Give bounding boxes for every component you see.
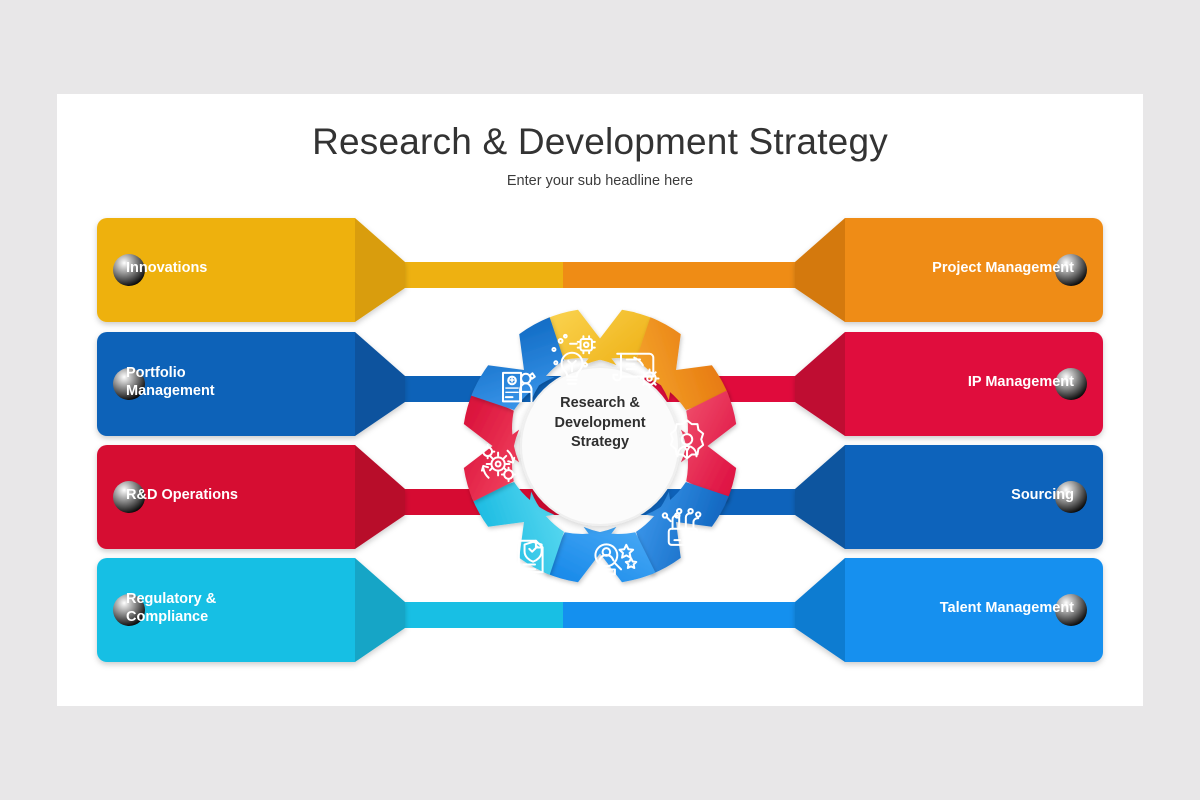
wheel-segment-portfolio-management[interactable] [465,311,582,428]
left-bars [97,218,405,662]
bar-ip-management[interactable] [795,332,1103,436]
document-shield-icon [514,539,544,574]
bar-talent-management[interactable] [795,558,1103,662]
bar-sourcing[interactable] [795,445,1103,549]
right-bars [795,218,1103,662]
bullet-dot-project-management [1055,254,1087,286]
talent-search-icon [594,543,638,576]
person-portfolio-icon [502,371,536,403]
bullet-dot-talent-management [1055,594,1087,626]
bullet-dot-ip-management [1055,368,1087,400]
slide-card: Research & Development Strategy Enter yo… [57,94,1143,706]
circuit-chip-icon [661,507,702,546]
bar-rd-operations[interactable] [97,445,405,549]
wheel-segment-rd-operations[interactable] [463,390,520,502]
wheel-segment-ip-management[interactable] [680,390,737,502]
bullet-dot-portfolio-management [113,368,145,400]
person-gear-icon [669,419,705,460]
bullet-dot-sourcing [1055,481,1087,513]
infographic-diagram [97,218,1103,662]
wheel-segment-project-management[interactable] [618,311,735,428]
wheel-segment-innovations[interactable] [544,309,656,366]
bullet-dot-rd-operations [113,481,145,513]
wheel-segment-sourcing[interactable] [618,464,735,581]
gears-cycle-icon [480,444,517,483]
bar-innovations[interactable] [97,218,405,322]
bullet-dot-innovations [113,254,145,286]
bar-regulatory-compliance[interactable] [97,558,405,662]
lightbulb-circuit-icon [551,333,596,385]
central-wheel [463,309,737,583]
left-bar-dots [113,254,145,626]
page-subtitle: Enter your sub headline here [506,173,694,189]
right-bar-dots [1055,254,1087,626]
wheel-core [520,366,680,526]
connector-stripe-talent-management [563,602,803,628]
connector-stripe-project-management [563,262,803,288]
page-title: Research & Development Strategy [312,121,888,162]
bar-portfolio-management[interactable] [97,332,405,436]
bullet-dot-regulatory-compliance [113,594,145,626]
document-gear-icon [612,352,660,389]
bar-project-management[interactable] [795,218,1103,322]
